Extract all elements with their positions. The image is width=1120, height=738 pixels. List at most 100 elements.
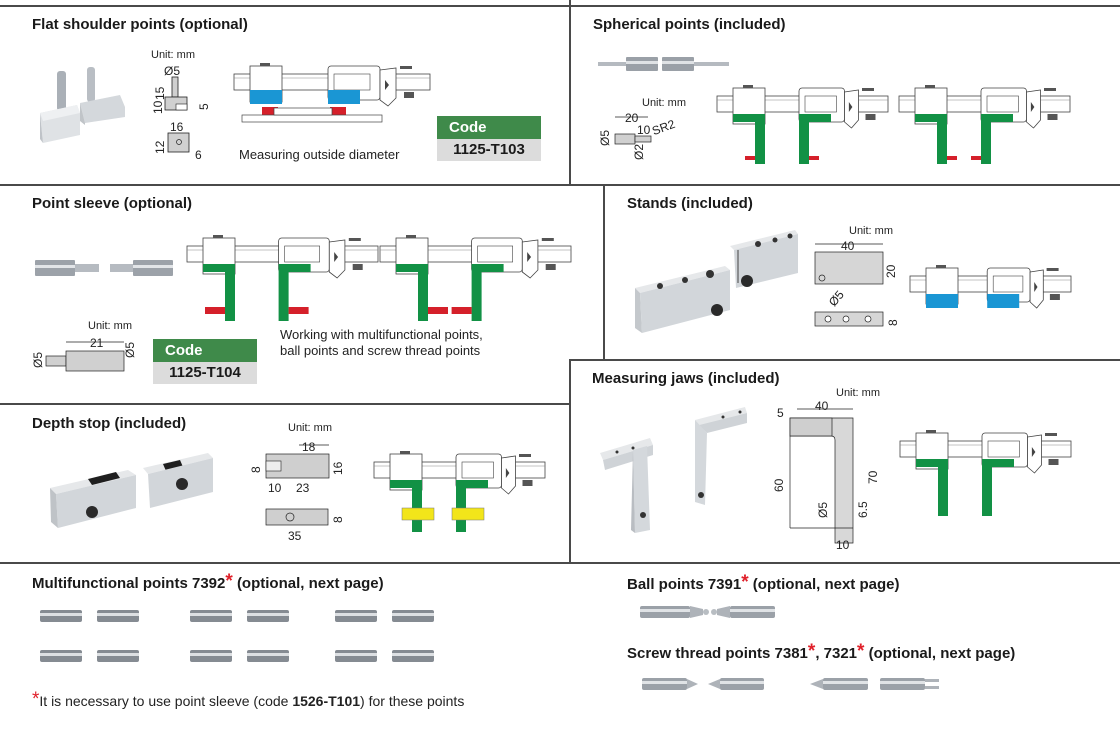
dimension-label: 18 [302,440,316,454]
dimension-label: 8 [331,516,345,523]
measuring-jaw-drawing: 5 40 60 70 Ø5 6.5 10 [772,399,880,552]
title-text: Ball points 7391 [627,576,742,593]
divider [0,5,1120,7]
dimension-label: 21 [90,336,104,350]
flat-shoulder-point-photo [40,67,125,143]
section-title: Measuring jaws (included) [592,370,780,387]
dimension-label: Ø5 [598,130,612,146]
caliper-body [899,430,1072,516]
dimension-label: Ø5 [164,64,180,78]
title-text: Multifunctional points 7392 [32,575,226,592]
dimension-label: 8 [249,466,263,473]
title-suffix: (optional, next page) [868,645,1016,662]
dimension-label: 16 [331,461,345,475]
dimension-label: 12 [153,140,167,154]
screw-thread-points-photo [642,678,939,690]
divider [0,184,1120,186]
dimension-label: 23 [296,481,310,495]
code-label: Code [437,116,541,139]
dimension-label: 15 [153,86,167,100]
dimension-label: SR2 [650,117,677,138]
section-title: Point sleeve (optional) [32,195,193,212]
dimension-label: Ø5 [123,342,137,358]
divider [569,359,1120,361]
asterisk-icon: * [857,641,865,662]
unit-label: Unit: mm [836,387,880,399]
depth-stop-photo [50,453,213,528]
section-title: Ball points 7391* (optional, next page) [627,572,900,598]
dimension-label: 70 [866,470,880,484]
caliper-diagram [379,235,572,321]
section-title: Flat shoulder points (optional) [32,16,248,33]
dimension-label: 35 [288,529,302,543]
dimension-label: 10 [268,481,282,495]
section-title: Spherical points (included) [593,16,786,33]
code-box: Code 1125-T104 [153,339,257,384]
code-value: 1125-T103 [437,139,541,161]
dimension-label: 16 [170,120,184,134]
dimension-label: 20 [625,111,639,125]
caption-line: Working with multifunctional points, [280,327,483,342]
measuring-jaw-photo [600,407,747,533]
caliper-diagram [909,265,1072,309]
dimension-label: 6.5 [856,501,870,518]
dimension-label: 10 [151,100,165,114]
title-suffix: (optional, next page) [752,576,900,593]
dimension-label: Ø5 [31,352,45,368]
dimension-label: 10 [836,538,850,552]
caliper-body [373,451,546,532]
dimension-label: Ø5 [826,288,847,310]
point-sleeve-drawing: 21 Ø5 Ø5 [31,336,137,372]
title-text: , 7321 [815,645,858,662]
caliper-body [898,85,1071,164]
footnote: *It is necessary to use point sleeve (co… [32,689,465,715]
section-title: Multifunctional points 7392* (optional, … [32,571,384,597]
unit-label: Unit: mm [151,49,195,61]
caliper-diagram [899,430,1072,516]
dimension-label: 6 [195,148,202,162]
code-box: Code 1125-T103 [437,116,541,161]
code-label: Code [153,339,257,362]
title-text: Screw thread points 7381 [627,645,808,662]
stand-photo [635,230,798,333]
ball-points-photo [640,606,775,618]
caption: Measuring outside diameter [239,147,400,162]
spherical-point-photo [598,57,729,71]
asterisk-icon: * [32,689,40,710]
unit-label: Unit: mm [642,97,686,109]
dimension-label: 5 [197,103,211,110]
section-title: Stands (included) [627,195,753,212]
asterisk-icon: * [807,641,816,662]
point-sleeve-photo [35,260,173,276]
dimension-label: 8 [886,319,900,326]
divider [0,403,570,405]
divider [0,562,1120,564]
code-value: 1125-T104 [153,362,257,384]
caliper-diagram [233,63,431,123]
footnote-text: It is necessary to use point sleeve (cod… [39,693,293,709]
spherical-point-drawing: 20 10 SR2 Ø5 Ø2 [598,111,677,160]
caliper-body [186,235,379,321]
caliper-body [379,235,572,321]
caliper-diagram [898,85,1071,164]
dimension-label: 5 [777,406,784,420]
divider [569,0,571,186]
dimension-label: Ø5 [816,502,830,518]
flat-shoulder-drawing: Ø5 15 10 5 16 12 6 [151,64,211,162]
footnote-text: ) for these points [360,693,465,709]
caliper-body [716,85,889,164]
caliper-diagram [373,451,546,532]
asterisk-icon: * [741,572,749,593]
dimension-label: 10 [637,123,651,137]
dimension-label: 20 [884,264,898,278]
section-title: Depth stop (included) [32,415,187,432]
stand-drawing: 40 20 Ø5 8 [814,239,900,327]
caliper-diagram [716,85,889,164]
divider [569,359,571,563]
caliper-diagram [186,235,379,321]
section-title: Screw thread points 7381*, 7321* (option… [627,641,1016,667]
footnote-code: 1526-T101 [292,693,361,709]
depth-stop-drawing: 18 8 16 10 23 8 35 [249,440,345,543]
caliper-body [909,265,1072,309]
unit-label: Unit: mm [288,422,332,434]
